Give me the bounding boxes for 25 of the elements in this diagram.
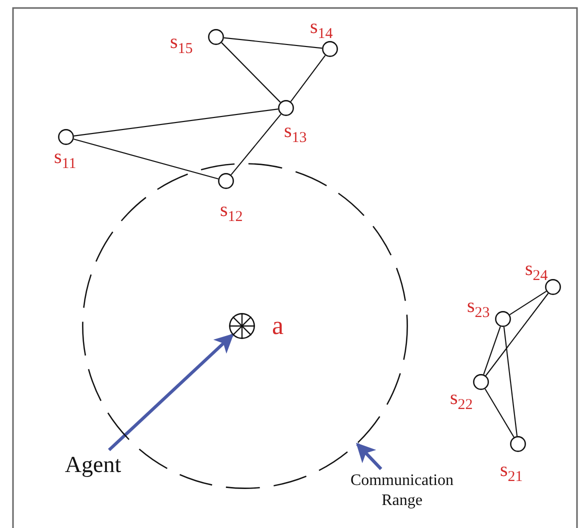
node-label: s$_{15}$ <box>170 32 193 57</box>
node-label: s$_{14}$ <box>310 17 333 42</box>
text-label: Agent <box>58 452 128 478</box>
connection-line <box>290 55 326 102</box>
connection-line <box>224 37 322 49</box>
arrow <box>108 334 234 452</box>
node-label: s$_{23}$ <box>467 296 490 321</box>
connection-line <box>483 326 501 375</box>
connection-line <box>485 293 549 376</box>
connection-line <box>484 388 514 438</box>
connection-line <box>230 114 282 176</box>
arrow <box>356 442 382 470</box>
node-label: s$_{24}$ <box>525 259 548 284</box>
connection-line <box>74 138 218 180</box>
connection-line <box>503 326 518 436</box>
node-label: s$_{12}$ <box>220 200 243 225</box>
node-label: a <box>272 313 284 339</box>
text-label: Communication Range <box>332 471 472 511</box>
node-label: s$_{22}$ <box>450 388 473 413</box>
connection-line <box>74 108 278 136</box>
node-label: s$_{13}$ <box>284 121 307 146</box>
node-label: s$_{11}$ <box>54 147 76 172</box>
connection-line <box>509 290 547 316</box>
node-label: s$_{21}$ <box>500 460 523 485</box>
connection-line <box>221 42 281 103</box>
